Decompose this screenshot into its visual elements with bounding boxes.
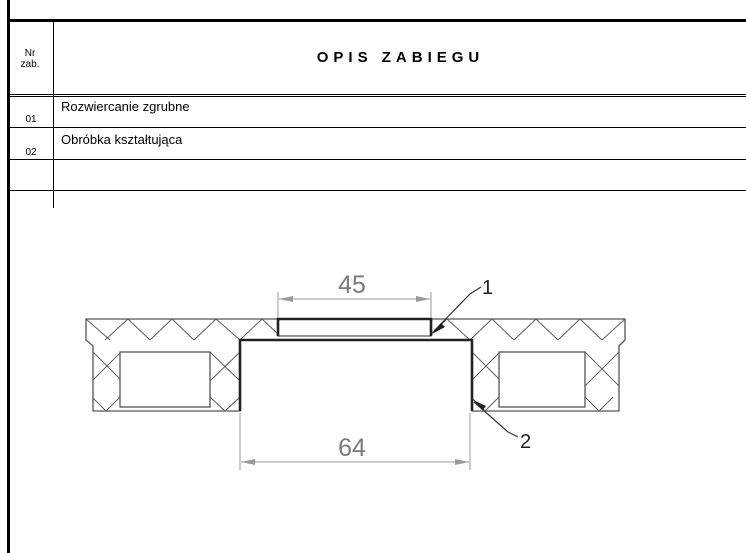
callout-1-arrowhead xyxy=(432,323,445,334)
row-1-rule xyxy=(7,127,746,128)
operation-description-1: Rozwiercanie zgrubne xyxy=(61,99,190,114)
page-title: OPIS ZABIEGU xyxy=(316,49,485,66)
operation-description-2: Obróbka kształtująca xyxy=(61,132,183,147)
callout-2-arrowhead xyxy=(473,400,486,410)
nr-header-line-2: zab. xyxy=(20,59,40,70)
operation-number-1: 01 xyxy=(25,114,37,125)
row-3-rule xyxy=(7,190,746,191)
callout-1-label: 1 xyxy=(482,277,493,299)
row-2-rule xyxy=(7,159,746,160)
nr-header-line-1: Nr xyxy=(24,48,36,59)
machined-surfaces xyxy=(238,317,474,411)
dimension-45-label: 45 xyxy=(338,271,366,299)
dimension-45 xyxy=(277,292,432,318)
dimension-64 xyxy=(239,413,471,470)
dimension-64-label: 64 xyxy=(338,434,366,462)
header-bottom-rule xyxy=(7,94,746,95)
nr-header: Nr zab. xyxy=(14,48,46,70)
callout-leaders xyxy=(433,286,519,438)
section-hatching xyxy=(85,318,626,412)
part-cross-section xyxy=(85,318,626,412)
operation-number-2: 02 xyxy=(25,147,37,158)
frame-left-border xyxy=(7,0,10,553)
frame-top-rule xyxy=(7,19,746,22)
column-divider xyxy=(53,22,54,208)
callout-2-label: 2 xyxy=(520,431,531,453)
header-bottom-rule-2 xyxy=(7,96,746,97)
